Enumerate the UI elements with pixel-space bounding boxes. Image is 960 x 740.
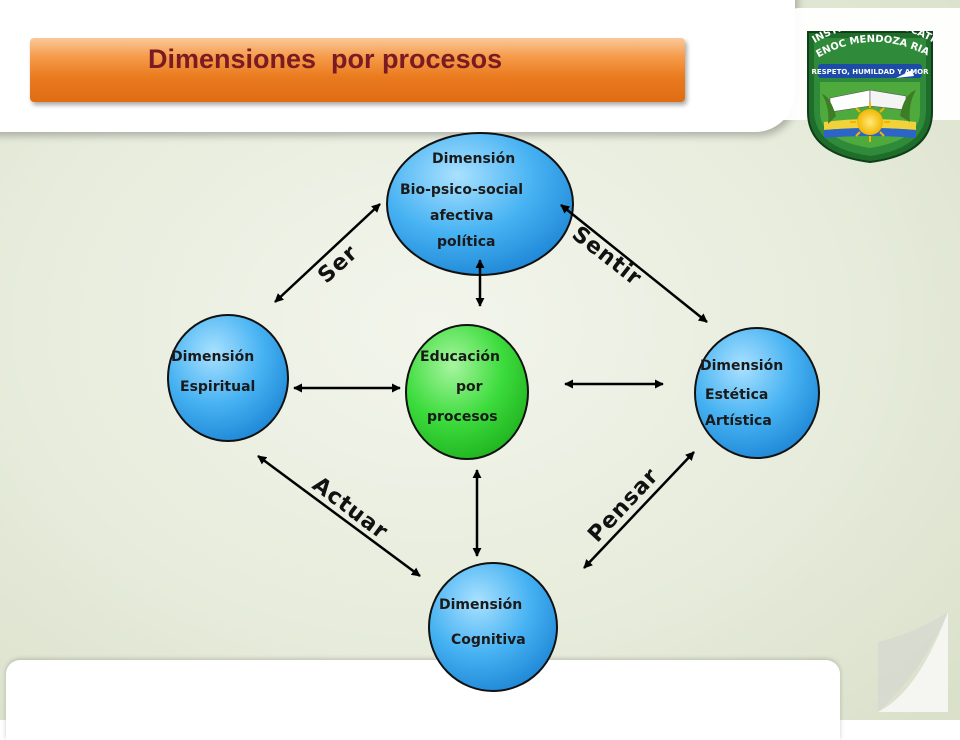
node-left-espiritual — [167, 314, 289, 442]
node-left-line1: Dimensión — [171, 349, 255, 365]
arrow-ser — [274, 203, 381, 303]
node-right-line3: Artística — [705, 413, 772, 429]
node-center-line2: por — [456, 379, 483, 395]
node-center-line3: procesos — [427, 409, 498, 425]
school-logo: INSTITUCIÓN EDUCATIVA ENOC MENDOZA RIASC… — [800, 12, 937, 164]
logo-motto: RESPETO, HUMILDAD Y AMOR — [811, 68, 929, 76]
node-right-line1: Dimensión — [700, 358, 784, 374]
node-right-line2: Estética — [705, 387, 769, 403]
title-bar — [30, 38, 685, 102]
node-bottom-line2: Cognitiva — [451, 632, 526, 648]
process-diagram — [167, 132, 820, 692]
arrow-pensar — [583, 451, 695, 569]
node-bottom-cognitiva — [428, 562, 558, 692]
node-top-line1: Dimensión — [432, 151, 516, 167]
node-center-educacion — [405, 324, 529, 460]
slide-title: Dimensiones por procesos — [148, 44, 503, 74]
node-top-line4: política — [437, 234, 496, 250]
arrow-actuar — [257, 454, 421, 578]
arrow-sentir — [560, 204, 708, 323]
node-top-line2: Bio-psico-social — [400, 182, 524, 198]
node-left-line2: Espiritual — [180, 379, 256, 395]
node-right-estetica — [694, 327, 820, 459]
node-center-line1: Educación — [420, 349, 500, 365]
page-curl-decoration — [878, 612, 948, 712]
node-bottom-line1: Dimensión — [439, 597, 523, 613]
node-top-line3: afectiva — [430, 208, 494, 224]
